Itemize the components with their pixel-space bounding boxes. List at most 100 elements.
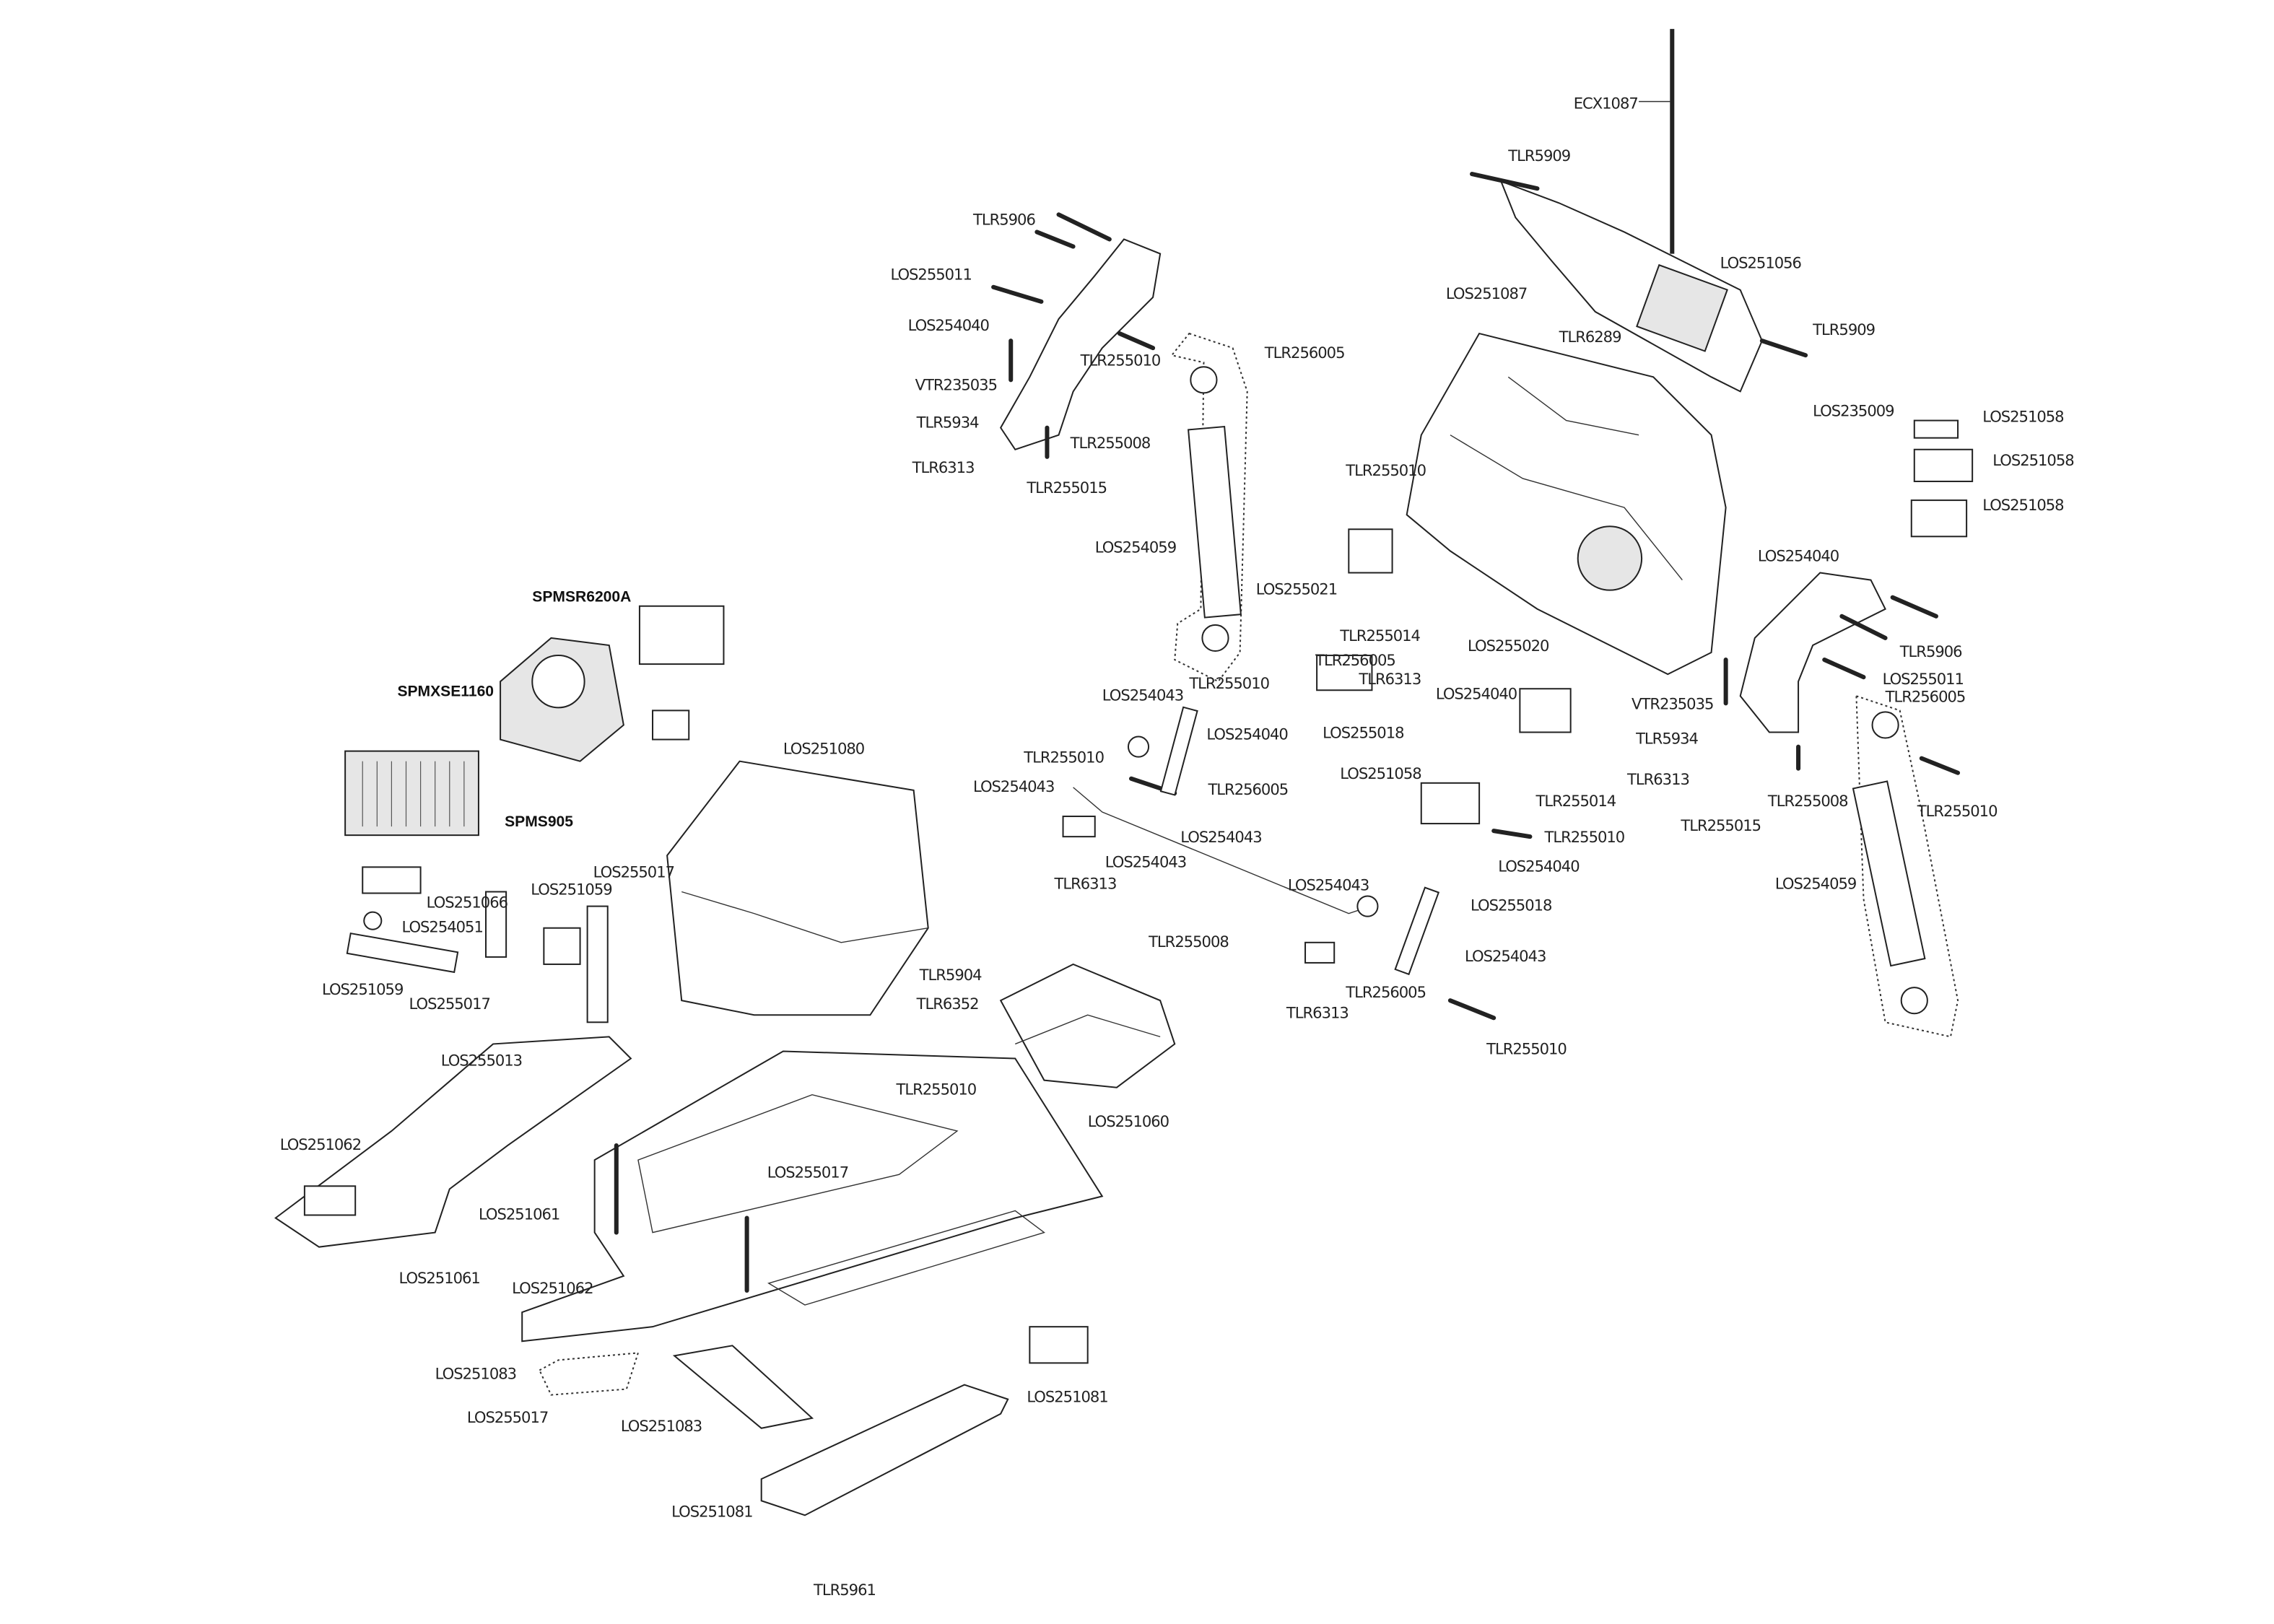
part-number-label: LOS255011 bbox=[890, 266, 971, 284]
part-number-label: LOS254043 bbox=[1288, 876, 1369, 894]
battery-strap-parts bbox=[539, 1326, 1089, 1516]
part-number-label: LOS255021 bbox=[1256, 580, 1337, 598]
part-number-label: TLR5934 bbox=[916, 414, 979, 432]
part-number-label: LOS255018 bbox=[1323, 724, 1403, 742]
part-number-label: TLR6313 bbox=[1053, 874, 1116, 892]
part-number-label: LOS254040 bbox=[1758, 546, 1839, 564]
part-number-label: LOS254043 bbox=[1105, 852, 1186, 870]
part-number-label: TLR255015 bbox=[1026, 479, 1107, 497]
part-number-label: LOS251058 bbox=[1340, 764, 1421, 782]
part-number-label: TLR5906 bbox=[972, 210, 1035, 228]
part-number-label: TLR5934 bbox=[1635, 730, 1698, 748]
part-number-label: TLR255010 bbox=[1486, 1039, 1567, 1057]
part-number-label: LOS254043 bbox=[1102, 686, 1183, 704]
part-number-label: LOS254043 bbox=[1465, 947, 1546, 965]
part-number-label: TLR256005 bbox=[1315, 651, 1395, 669]
part-number-label: TLR6289 bbox=[1559, 328, 1621, 346]
front-bulkhead-part bbox=[999, 963, 1176, 1088]
part-number-label: LOS251066 bbox=[427, 894, 508, 912]
part-number-label: TLR6352 bbox=[916, 995, 979, 1013]
part-number-label: LOS251059 bbox=[531, 881, 611, 899]
part-number-label: TLR256005 bbox=[1345, 983, 1426, 1001]
top-deck-part bbox=[274, 1036, 632, 1248]
electronics-part-label: SPMSR6200A bbox=[532, 589, 631, 606]
part-number-label: TLR256005 bbox=[1264, 344, 1345, 362]
part-number-label: TLR5909 bbox=[1812, 320, 1875, 339]
part-number-label: TLR255010 bbox=[1080, 351, 1161, 369]
part-number-label: LOS251080 bbox=[783, 740, 865, 758]
part-number-label: LOS251087 bbox=[1446, 284, 1527, 302]
part-number-label: LOS254040 bbox=[1436, 684, 1517, 702]
part-number-label: TLR255010 bbox=[1345, 461, 1426, 479]
center-brace-part bbox=[666, 760, 929, 1016]
mount-blocks bbox=[1062, 419, 1974, 964]
part-number-label: TLR255008 bbox=[1767, 792, 1848, 810]
electronics bbox=[344, 605, 725, 837]
part-number-label: LOS255017 bbox=[467, 1408, 548, 1426]
part-number-label: LOS255017 bbox=[593, 863, 674, 881]
part-number-label: LOS251081 bbox=[1027, 1388, 1107, 1406]
part-number-label: LOS254043 bbox=[973, 777, 1054, 795]
servo-saver-parts bbox=[346, 866, 609, 1023]
part-number-label: TLR255010 bbox=[1917, 802, 1998, 820]
part-number-label: TLR256005 bbox=[1207, 780, 1288, 798]
part-number-label: LOS254059 bbox=[1775, 874, 1856, 892]
part-number-label: TLR6313 bbox=[1286, 1003, 1349, 1021]
right-shock-tower bbox=[1723, 572, 1961, 1038]
antenna-tube bbox=[1639, 29, 1675, 254]
electronics-part-label: SPMXSE1160 bbox=[397, 683, 494, 699]
part-number-label: LOS255017 bbox=[409, 995, 490, 1013]
fan-mount-part bbox=[1470, 172, 1808, 393]
sway-bar bbox=[1073, 706, 1533, 1021]
part-number-label: LOS255013 bbox=[441, 1052, 522, 1070]
part-number-label: LOS255011 bbox=[1883, 670, 1964, 688]
part-number-label: VTR235035 bbox=[1632, 694, 1713, 712]
part-number-label: TLR6313 bbox=[912, 458, 975, 476]
main-bulkhead-part bbox=[1406, 332, 1727, 676]
part-number-label: LOS254040 bbox=[908, 316, 990, 334]
part-number-label: LOS251056 bbox=[1720, 254, 1802, 272]
part-number-label: LOS255020 bbox=[1468, 637, 1549, 655]
part-number-label: LOS251058 bbox=[1992, 451, 2073, 469]
part-number-label: LOS251081 bbox=[671, 1502, 752, 1520]
part-number-label: TLR255010 bbox=[1544, 828, 1625, 846]
part-number-label: ECX1087 bbox=[1574, 95, 1638, 113]
part-number-label: LOS251060 bbox=[1088, 1112, 1169, 1130]
part-number-label: TLR255015 bbox=[1680, 816, 1761, 834]
part-number-label: LOS251083 bbox=[435, 1364, 516, 1382]
part-number-label: TLR255010 bbox=[896, 1081, 977, 1099]
part-number-label: LOS254051 bbox=[401, 918, 482, 936]
part-number-label: TLR255010 bbox=[1023, 748, 1104, 767]
part-number-label: TLR5904 bbox=[919, 966, 982, 984]
part-number-label: TLR255008 bbox=[1148, 933, 1229, 951]
part-number-label: LOS251061 bbox=[479, 1205, 559, 1223]
part-number-label: VTR235035 bbox=[915, 375, 997, 393]
part-number-label: LOS254040 bbox=[1498, 857, 1580, 875]
part-number-label: TLR255014 bbox=[1339, 627, 1420, 645]
part-number-label: TLR6313 bbox=[1358, 670, 1421, 688]
part-number-label: LOS254059 bbox=[1095, 538, 1176, 556]
part-number-label: TLR255014 bbox=[1535, 792, 1616, 810]
part-number-label: TLR256005 bbox=[1885, 687, 1966, 705]
part-number-label: LOS251061 bbox=[398, 1269, 479, 1287]
part-number-label: LOS254043 bbox=[1180, 828, 1261, 846]
part-number-label: TLR6313 bbox=[1626, 770, 1689, 788]
part-number-label: TLR255008 bbox=[1070, 434, 1151, 452]
part-number-label: LOS255017 bbox=[767, 1163, 848, 1181]
part-number-label: LOS251058 bbox=[1982, 496, 2063, 514]
part-number-label: LOS251062 bbox=[512, 1279, 593, 1297]
left-shock-tower bbox=[991, 212, 1248, 683]
part-number-label: LOS251058 bbox=[1982, 408, 2063, 426]
part-number-label: LOS255018 bbox=[1471, 896, 1551, 914]
part-number-label: TLR5961 bbox=[813, 1581, 876, 1599]
part-number-label: LOS235009 bbox=[1813, 402, 1894, 420]
part-number-label: LOS251062 bbox=[280, 1135, 361, 1153]
part-number-label: LOS254040 bbox=[1206, 725, 1288, 743]
part-number-label: TLR5909 bbox=[1507, 147, 1570, 165]
electronics-part-label: SPMS905 bbox=[505, 813, 573, 830]
part-number-label: TLR255010 bbox=[1188, 674, 1269, 692]
part-number-label: LOS251083 bbox=[621, 1417, 702, 1435]
part-number-label: LOS251059 bbox=[322, 980, 403, 998]
chassis-plate-part bbox=[521, 1050, 1104, 1343]
